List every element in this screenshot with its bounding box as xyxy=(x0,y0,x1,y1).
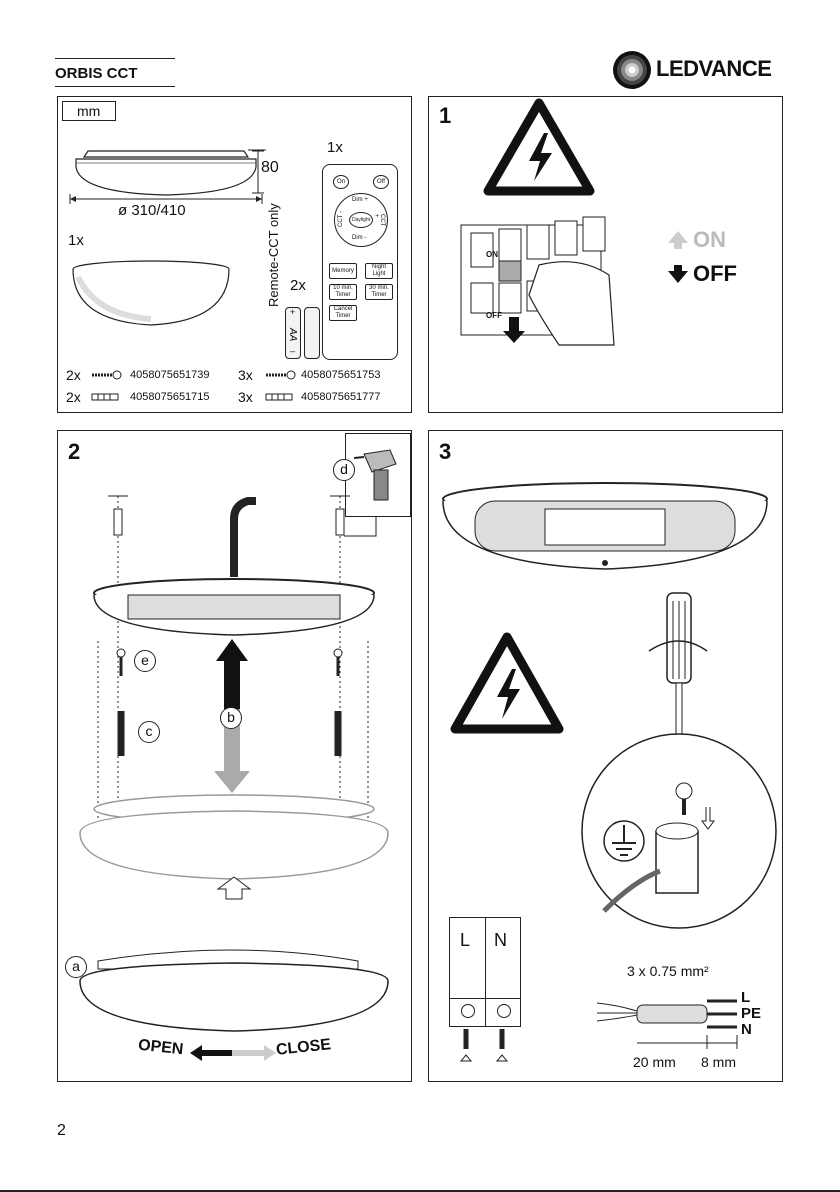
part-code: 4058075651753 xyxy=(301,369,381,381)
panel-step-3: 3 L N xyxy=(428,430,783,1082)
height-value: 80 xyxy=(261,159,279,176)
part-qty: 2x xyxy=(66,389,81,405)
luminaire-base-illustration xyxy=(442,482,768,570)
label-b-circle: b xyxy=(220,707,242,729)
battery-qty: 2x xyxy=(290,277,306,294)
strip-outer-length: 20 mm xyxy=(633,1054,676,1070)
page-number: 2 xyxy=(57,1122,66,1139)
mounting-illustration xyxy=(93,495,377,821)
off-label: OFF xyxy=(693,261,737,286)
battery-minus: – xyxy=(290,346,296,356)
height-dimension-line xyxy=(252,150,264,194)
label-a-circle: a xyxy=(65,956,87,978)
remote-dial: Dim + Dim - CCT - CCT + Daylight xyxy=(334,193,388,247)
rotate-arrow-icon xyxy=(190,1045,276,1061)
terminal-rule xyxy=(450,998,520,999)
high-voltage-warning-icon xyxy=(483,98,595,196)
luminaire-side-view xyxy=(69,149,266,204)
part-code: 4058075651739 xyxy=(130,369,210,381)
strip-inner-length: 8 mm xyxy=(701,1054,736,1070)
panel-contents: mm 80 ø 310/410 1x 1x Remote-CCT only On… xyxy=(57,96,412,413)
label-d-circle: d xyxy=(333,459,355,481)
ground-terminal-detail xyxy=(581,733,777,929)
remote-nightlight-button: Night Light xyxy=(365,263,393,279)
remote-memory-button: Memory xyxy=(329,263,357,279)
terminal-L-label: L xyxy=(460,930,471,950)
arrow-down-icon xyxy=(668,265,688,283)
remote-daylight-button: Daylight xyxy=(349,212,373,228)
luminaire-perspective-view xyxy=(72,260,230,326)
remote-qty: 1x xyxy=(327,139,343,156)
battery-label: AA xyxy=(287,328,298,342)
terminal-block: L N xyxy=(449,917,521,1027)
wire-strip-diagram xyxy=(596,999,738,1049)
battery-1: + AA – xyxy=(285,307,301,359)
header-bottom-rule xyxy=(55,86,175,87)
part-qty: 3x xyxy=(238,389,253,405)
remote-on-button: On xyxy=(333,175,349,189)
brand-logo: LEDVANCE xyxy=(612,50,792,90)
battery-2 xyxy=(304,307,320,359)
dowel-icon-2 xyxy=(265,393,293,401)
step-number: 3 xyxy=(439,439,452,464)
remote-timer30-button: 30 min. Timer xyxy=(365,284,393,300)
remote-dim-minus: Dim - xyxy=(352,235,367,241)
screw-icon-2 xyxy=(266,370,296,380)
ledvance-logo-icon xyxy=(613,51,651,89)
product-title: ORBIS CCT xyxy=(55,65,138,82)
breaker-panel-illustration xyxy=(460,216,615,346)
part-code: 4058075651715 xyxy=(130,391,210,403)
switch-on-label: ON xyxy=(486,250,498,259)
terminal-N-label: N xyxy=(494,930,507,950)
dowel-icon xyxy=(91,393,119,401)
remote-off-button: Off xyxy=(373,175,389,189)
remote-dim-plus: Dim + xyxy=(352,197,368,203)
high-voltage-warning-icon xyxy=(450,632,564,734)
remote-timer10-button: 10 min. Timer xyxy=(329,284,357,300)
remote-cct-minus: CCT - xyxy=(337,211,344,227)
part-code: 4058075651777 xyxy=(301,391,381,403)
luminaire-qty: 1x xyxy=(68,232,84,249)
cable-spec: 3 x 0.75 mm² xyxy=(627,963,709,979)
part-qty: 2x xyxy=(66,367,81,383)
switch-off-label: OFF xyxy=(486,311,502,320)
diameter-value: ø 310/410 xyxy=(118,202,186,219)
remote-cct-plus: CCT + xyxy=(373,214,385,227)
diffuser-illustration xyxy=(79,794,389,900)
panel-step-2: 2 d e b c xyxy=(57,430,412,1082)
unit-box: mm xyxy=(62,101,116,121)
label-c-circle: c xyxy=(138,721,160,743)
battery-plus: + xyxy=(290,307,296,317)
terminal-divider xyxy=(485,918,486,1026)
remote-note: Remote-CCT only xyxy=(266,203,281,307)
label-e-circle: e xyxy=(134,650,156,672)
terminal-screw xyxy=(497,1004,511,1018)
panel-step-1: 1 ON OFF ON OFF xyxy=(428,96,783,413)
wire-PE-label: PE xyxy=(741,1005,762,1022)
wire-N-label: N xyxy=(741,1021,752,1038)
header-top-rule xyxy=(55,58,175,59)
closed-luminaire-illustration xyxy=(79,949,389,1032)
remote-control: On Off Dim + Dim - CCT - CCT + Daylight … xyxy=(322,164,398,360)
on-label: ON xyxy=(693,227,726,252)
wire-L-label: L xyxy=(741,989,751,1006)
terminal-screw xyxy=(461,1004,475,1018)
step-number: 1 xyxy=(439,103,452,128)
footer-rule xyxy=(0,1190,840,1192)
remote-cancel-timer-button: Cancel Timer xyxy=(329,305,357,321)
terminal-wires xyxy=(459,1029,509,1062)
step-number: 2 xyxy=(68,439,81,464)
open-label: OPEN xyxy=(137,1036,185,1059)
arrow-up-icon xyxy=(668,231,688,249)
screw-icon xyxy=(92,370,122,380)
drill-icon xyxy=(353,449,397,501)
unit-label: mm xyxy=(77,103,101,119)
brand-name: LEDVANCE xyxy=(656,56,772,81)
part-qty: 3x xyxy=(238,367,253,383)
